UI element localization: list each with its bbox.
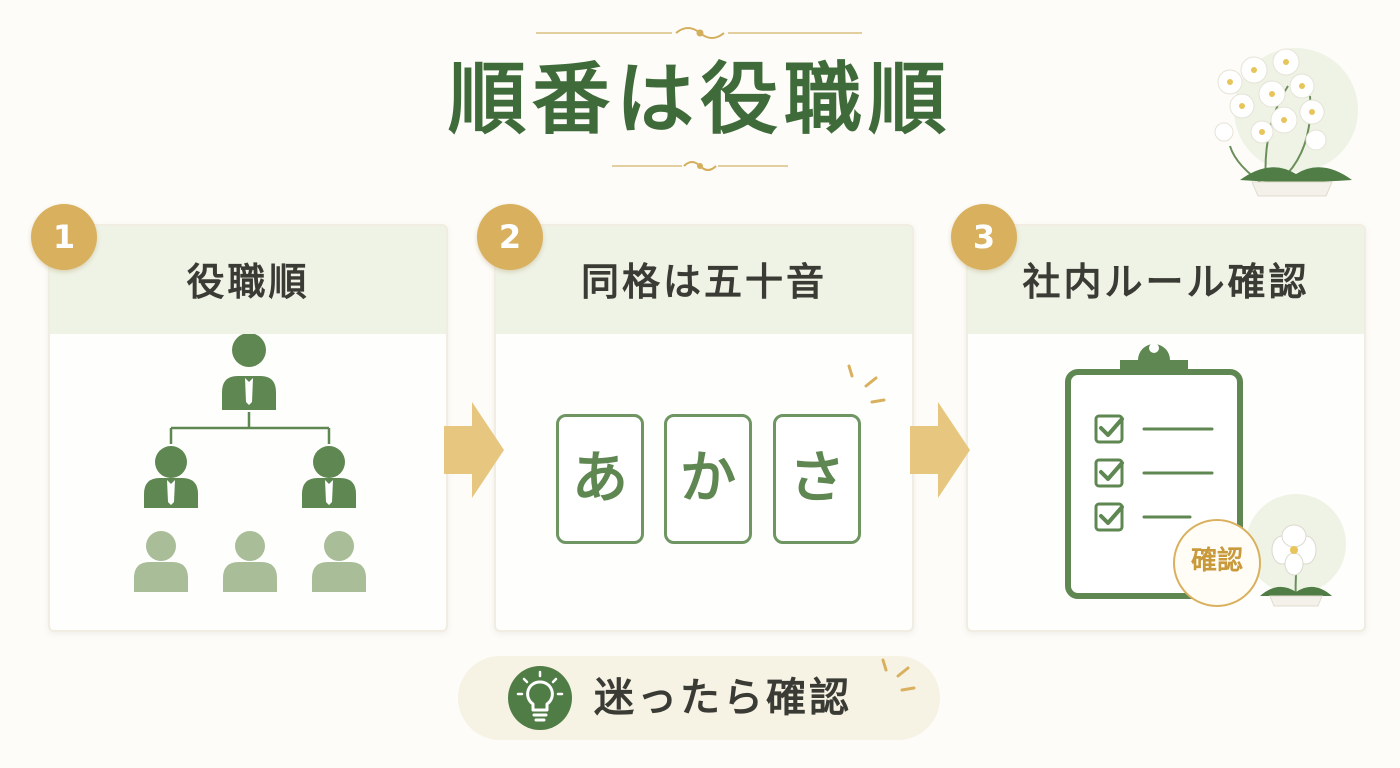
step-card-header: 役職順	[50, 226, 446, 334]
kana-card-sa: さ	[773, 414, 861, 544]
step-card-3: 社内ルール確認	[966, 224, 1366, 632]
kana-card-a: あ	[556, 414, 644, 544]
step-number-badge-1: 1	[31, 204, 97, 270]
title-area: 順番は役職順	[0, 0, 1400, 190]
sparkle-icon	[881, 658, 916, 692]
kana-card-ka: か	[664, 414, 752, 544]
arrow-right-icon	[444, 402, 504, 498]
sparkle-icon	[847, 364, 886, 404]
tip-text: 迷ったら確認	[594, 675, 852, 721]
step-card-body: 確認	[968, 334, 1364, 630]
step-title: 役職順	[186, 260, 310, 304]
step-card-header: 同格は五十音	[496, 226, 912, 334]
orchid-icon	[1214, 48, 1358, 197]
title-ornament	[536, 27, 862, 171]
step-card-header: 社内ルール確認	[968, 226, 1364, 334]
step-number-badge-2: 2	[477, 204, 543, 270]
org-chart-icon	[134, 334, 366, 592]
step-card-1: 役職順	[48, 224, 448, 632]
stamp-label: 確認	[1190, 546, 1243, 576]
confirm-stamp: 確認	[1173, 519, 1261, 607]
step-card-body	[50, 334, 446, 630]
step-title: 同格は五十音	[580, 260, 827, 304]
step-card-body: あ か さ	[496, 334, 912, 630]
clipboard-checklist-icon	[1065, 343, 1346, 607]
arrow-right-icon	[910, 402, 970, 498]
tip-banner: 迷ったら確認	[458, 656, 940, 740]
step-card-2: 同格は五十音 あ か さ	[494, 224, 914, 632]
page-title: 順番は役職順	[447, 54, 952, 145]
step-title: 社内ルール確認	[1022, 260, 1310, 304]
step-number-badge-3: 3	[951, 204, 1017, 270]
lightbulb-icon	[508, 666, 572, 730]
